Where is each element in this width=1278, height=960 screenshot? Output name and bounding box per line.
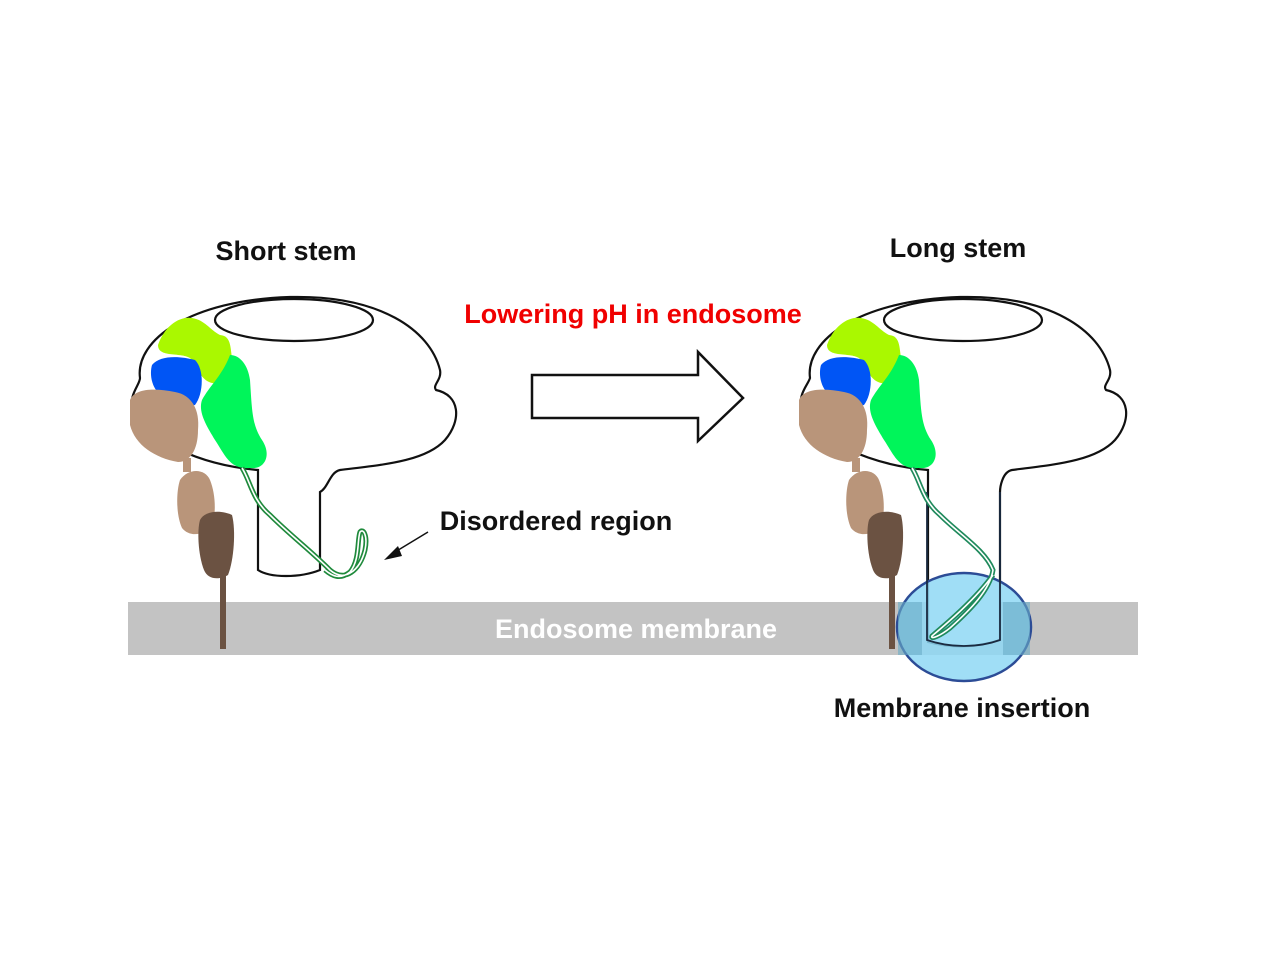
domain-green xyxy=(869,355,936,469)
domain-yellow-green xyxy=(158,317,234,384)
domain-green xyxy=(200,355,267,469)
domain-dark-brown xyxy=(867,511,904,579)
short-stem-protein xyxy=(130,295,458,649)
disordered-pointer-line xyxy=(394,531,429,553)
head-top-oval xyxy=(882,297,1044,343)
transition-label: Lowering pH in endosome xyxy=(464,299,802,329)
disordered-region-label: Disordered region xyxy=(440,506,673,536)
short-stem-title: Short stem xyxy=(215,236,356,266)
transmembrane-anchor-left xyxy=(220,575,226,649)
domain-yellow-green xyxy=(827,317,903,384)
membrane-insertion-region xyxy=(895,571,1033,683)
disordered-pointer-arrowhead xyxy=(384,546,402,560)
long-stem-protein xyxy=(799,295,1128,683)
domain-tan-linker xyxy=(852,458,860,472)
long-stem-title: Long stem xyxy=(890,233,1027,263)
endosome-membrane-label: Endosome membrane xyxy=(495,614,777,644)
insertion-membrane-overlap-left xyxy=(898,602,922,655)
transition-arrow xyxy=(530,348,745,444)
domain-tan-upper xyxy=(799,389,868,462)
domain-dark-brown xyxy=(198,511,235,579)
membrane-insertion-label: Membrane insertion xyxy=(834,693,1091,723)
domain-tan-linker xyxy=(183,458,191,472)
insertion-membrane-overlap-right xyxy=(1003,602,1030,655)
head-top-oval xyxy=(213,297,375,343)
transmembrane-anchor-right xyxy=(889,575,895,649)
domain-tan-upper xyxy=(130,389,199,462)
